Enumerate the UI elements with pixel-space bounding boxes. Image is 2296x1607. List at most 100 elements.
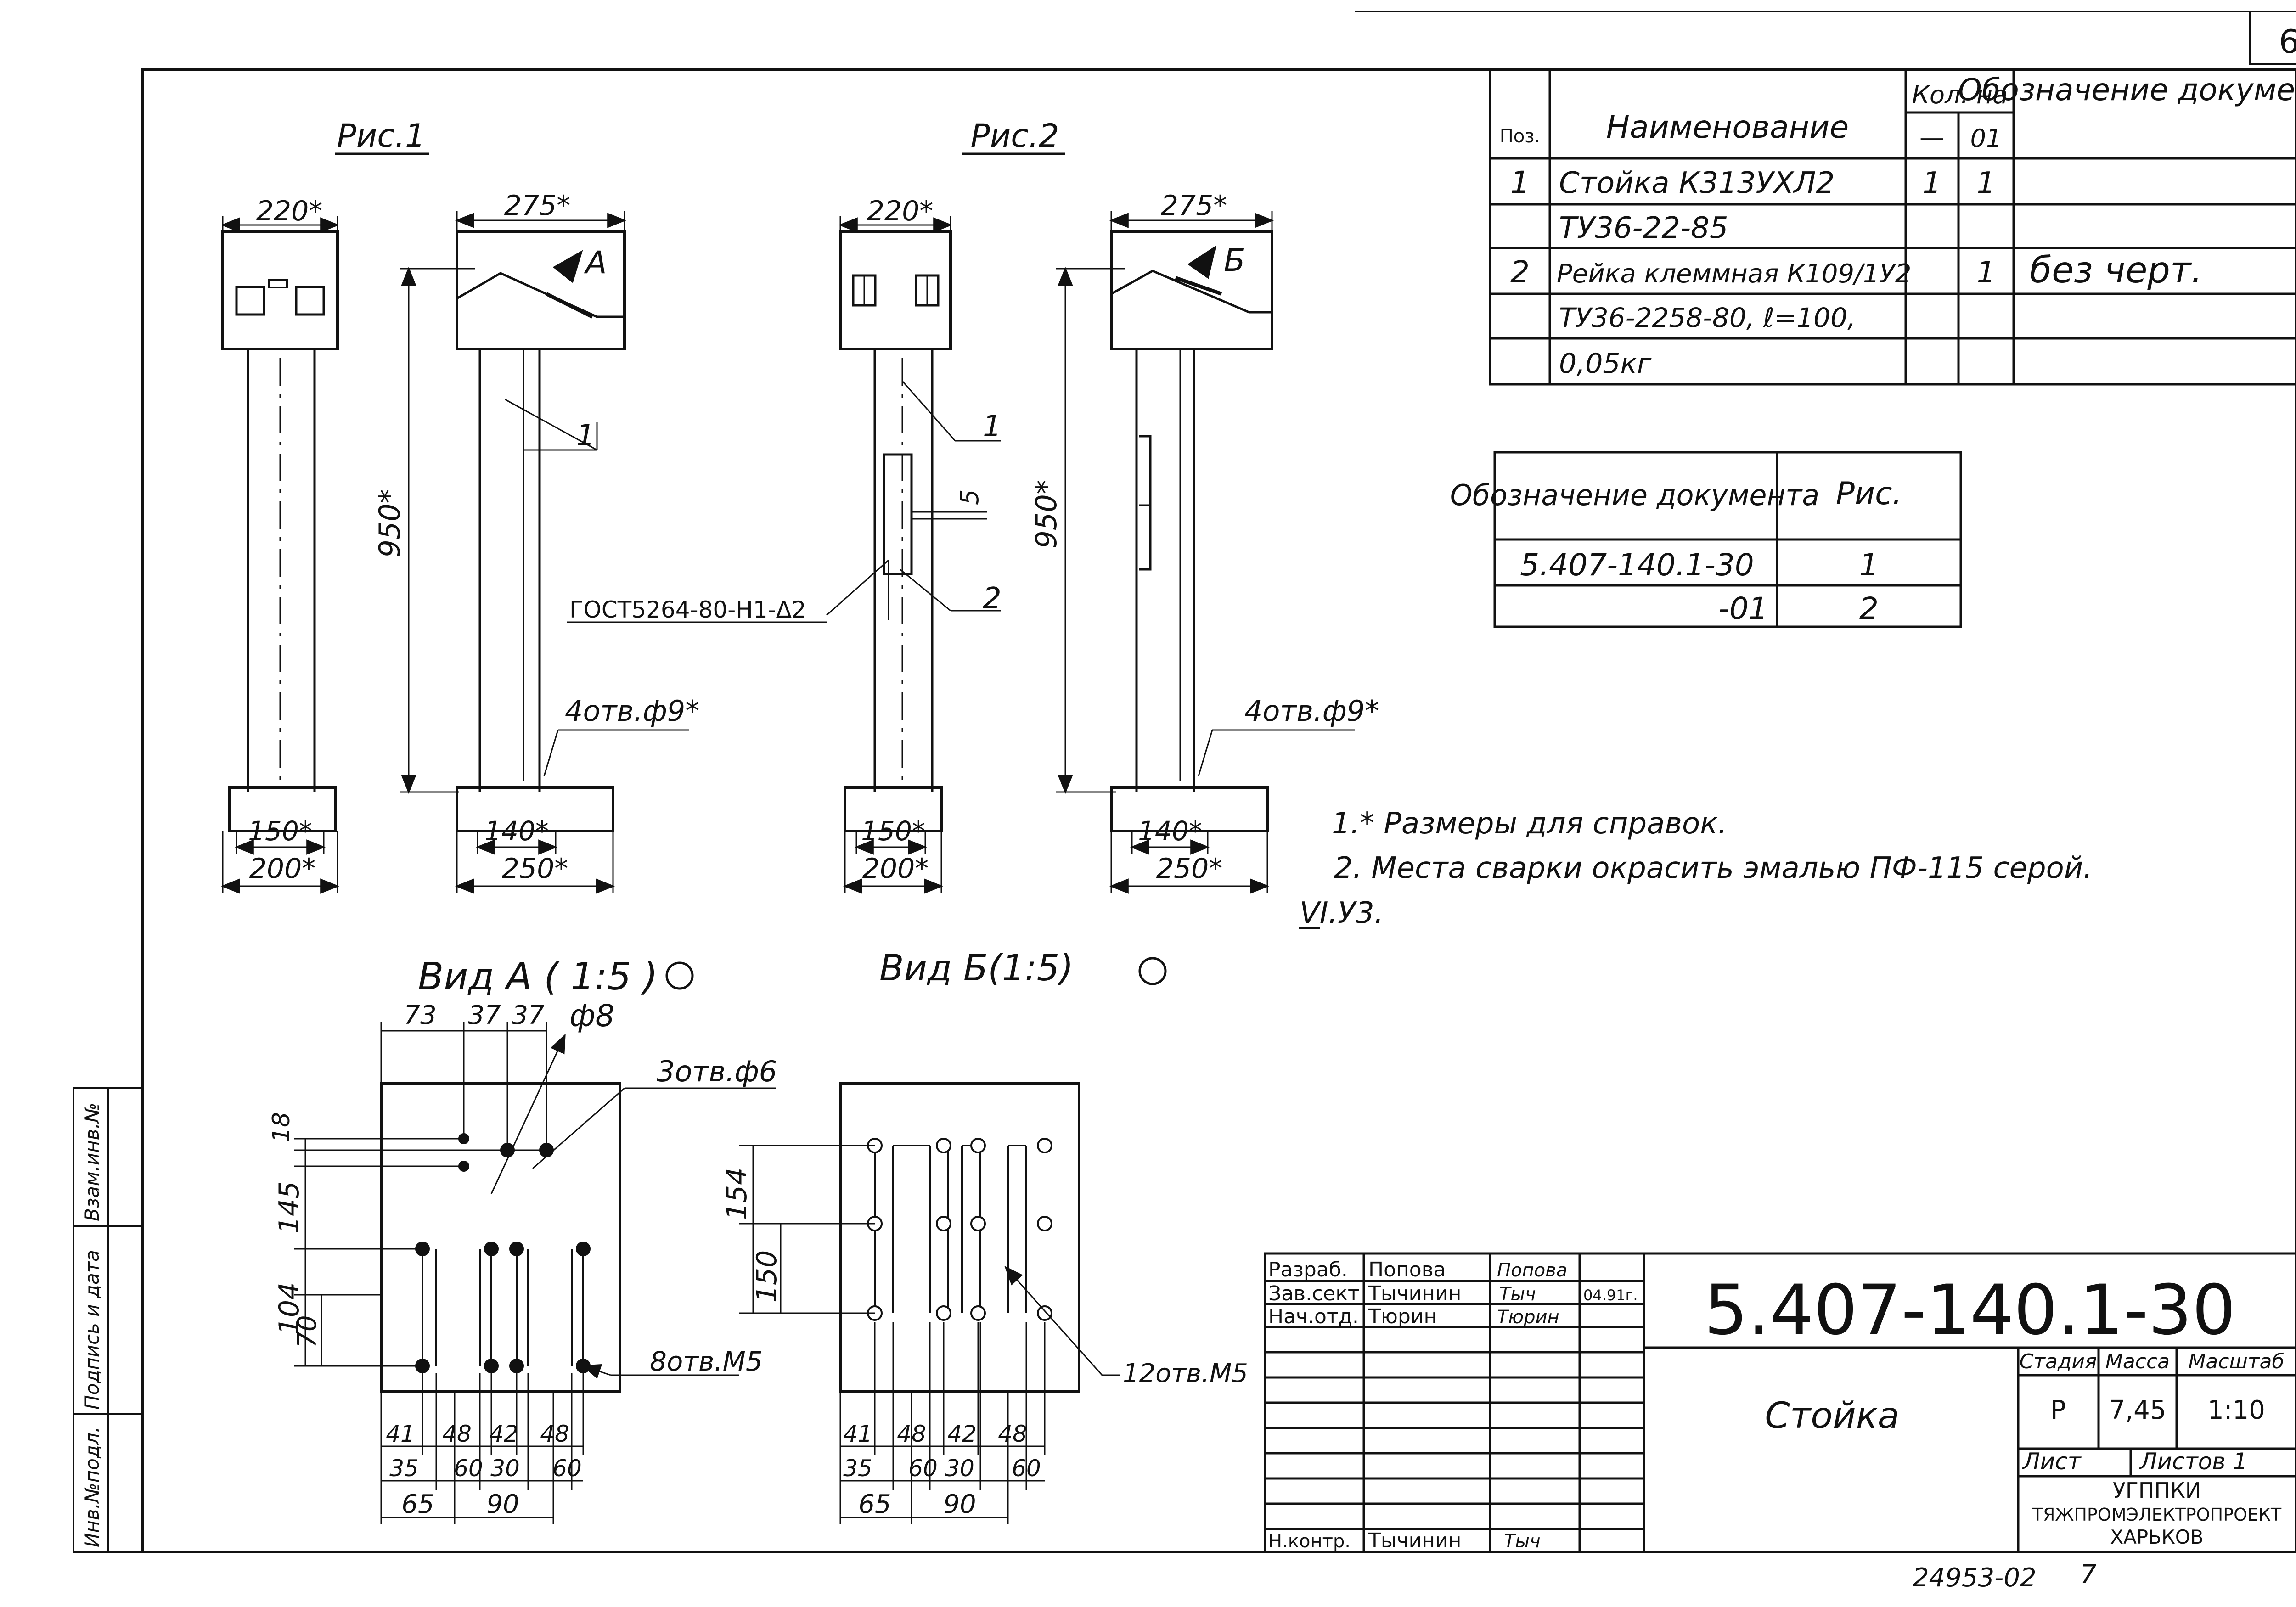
fig1-dim-140: 140* bbox=[484, 815, 549, 847]
role-1-label: Разраб. bbox=[1268, 1258, 1348, 1281]
view-a-dim-37b: 37 bbox=[512, 1000, 545, 1030]
spec-row1-q2: 1 bbox=[1977, 166, 1996, 200]
spec-row3-pos: 2 bbox=[1510, 254, 1530, 290]
doc-table-header-doc: Обозначение документа bbox=[1450, 478, 1819, 512]
fig2-dim-200: 200* bbox=[862, 853, 929, 885]
fig2-side-dims bbox=[1056, 211, 1355, 894]
view-a-cutouts bbox=[422, 1249, 584, 1366]
title-block-org-1: УГППКИ bbox=[2113, 1478, 2201, 1503]
role-4-label: Н.контр. bbox=[1268, 1531, 1351, 1552]
bottom-number: 24953-02 bbox=[1913, 1563, 2037, 1593]
view-b-b1-48b: 48 bbox=[998, 1421, 1027, 1447]
fig2-dim-140: 140* bbox=[1138, 815, 1202, 847]
fig2-view-b-mark: Б bbox=[1224, 242, 1245, 279]
note-2: 2. Места сварки окрасить эмалью ПФ-115 с… bbox=[1334, 851, 2093, 885]
fig2-dim-220: 220* bbox=[867, 195, 934, 227]
fig1-dim-950: 950* bbox=[373, 489, 406, 557]
view-b-b2-30: 30 bbox=[945, 1455, 974, 1482]
fig1-holes-9: 4отв.ф9* bbox=[565, 694, 699, 728]
fig2-leader-1: 1 bbox=[983, 410, 1002, 444]
role-2-date: 04.91г. bbox=[1583, 1287, 1638, 1304]
view-b-title: Вид Б(1:5) bbox=[879, 948, 1074, 989]
spec-row1-pos: 1 bbox=[1510, 165, 1530, 200]
view-a-dim-104: 104 bbox=[273, 1282, 305, 1335]
fig2-weld-note: ГОСТ5264-80-Н1-Δ2 bbox=[569, 596, 806, 623]
role-3-person: Тюрин bbox=[1368, 1305, 1437, 1328]
doc-table-row1-fig: 1 bbox=[1859, 547, 1879, 583]
view-a-b1-41: 41 bbox=[386, 1421, 415, 1447]
view-a-circle-icon bbox=[665, 961, 694, 990]
view-a-b2-35: 35 bbox=[389, 1455, 419, 1482]
fig1-front-dims bbox=[220, 216, 340, 894]
title-block-scale: 1:10 bbox=[2207, 1395, 2265, 1425]
view-a-b1-42: 42 bbox=[489, 1421, 518, 1447]
view-a-b1-48a: 48 bbox=[442, 1421, 472, 1447]
fig2-dim-950: 950* bbox=[1030, 480, 1063, 548]
role-4-person: Тычинин bbox=[1368, 1529, 1461, 1552]
spec-header-qty01: 01 bbox=[1970, 124, 2002, 153]
title-block-stage: Р bbox=[2050, 1395, 2066, 1425]
title-block-sheets-label: Листов 1 bbox=[2139, 1448, 2247, 1475]
view-a-b2-60b: 60 bbox=[552, 1455, 582, 1482]
role-3-signature: Тюрин bbox=[1497, 1307, 1559, 1328]
fig1-view-a-mark: А bbox=[584, 245, 607, 281]
view-b-dims bbox=[739, 1145, 1120, 1524]
sheet-number: 6 bbox=[2279, 23, 2296, 61]
view-b-b3-65: 65 bbox=[858, 1489, 891, 1519]
view-b-holes bbox=[867, 1138, 1052, 1321]
fig1-dim-150: 150* bbox=[248, 815, 312, 847]
view-b-holes-m5: 12отв.М5 bbox=[1123, 1359, 1248, 1388]
view-a-holes6: 3отв.ф6 bbox=[657, 1055, 777, 1088]
view-a-dim-37a: 37 bbox=[468, 1000, 501, 1030]
spec-row3-q2: 1 bbox=[1977, 256, 1996, 290]
bottom-page: 7 bbox=[2080, 1560, 2097, 1590]
spec-row3-doc: без черт. bbox=[2030, 250, 2202, 291]
title-block-org-2: ТЯЖПРОМЭЛЕКТРОПРОЕКТ bbox=[2032, 1505, 2282, 1525]
fig1-dim-220: 220* bbox=[256, 195, 323, 227]
view-b-b1-48a: 48 bbox=[897, 1421, 926, 1447]
role-2-label: Зав.сект bbox=[1268, 1282, 1360, 1305]
view-b-cutouts bbox=[874, 1145, 1027, 1313]
fig2-dim-250: 250* bbox=[1156, 853, 1223, 885]
fig2-title: Рис.2 bbox=[971, 117, 1059, 155]
spec-row2-name: ТУ36-22-85 bbox=[1559, 211, 1728, 245]
fig2-leader-5: 5 bbox=[955, 489, 984, 505]
spec-header-qty: Кол. на bbox=[1912, 80, 2008, 109]
title-block-scale-label: Масштаб bbox=[2188, 1350, 2284, 1373]
doc-table-row1-doc: 5.407-140.1-30 bbox=[1520, 547, 1754, 583]
spec-row5-name: 0,05кг bbox=[1559, 348, 1652, 380]
fig1-side-view bbox=[456, 230, 626, 832]
view-b-dim-154: 154 bbox=[721, 1168, 753, 1220]
doc-table bbox=[1493, 451, 1962, 628]
role-1-signature: Попова bbox=[1497, 1260, 1567, 1281]
view-a-b2-30: 30 bbox=[490, 1455, 520, 1482]
spec-header-name: Наименование bbox=[1606, 109, 1849, 146]
view-b-b1-42: 42 bbox=[947, 1421, 977, 1447]
role-4-signature: Тыч bbox=[1504, 1531, 1541, 1552]
view-b-dim-150: 150 bbox=[751, 1250, 783, 1303]
title-block bbox=[1264, 1252, 2296, 1553]
view-a-dim-18: 18 bbox=[268, 1112, 295, 1142]
spec-row4-name: ТУ36-2258-80, ℓ=100, bbox=[1559, 302, 1856, 333]
view-a-dim-73: 73 bbox=[404, 1000, 436, 1030]
fig1-title: Рис.1 bbox=[337, 117, 426, 155]
view-a-dims bbox=[294, 1022, 776, 1524]
doc-table-row2-fig: 2 bbox=[1859, 591, 1879, 626]
title-block-mass: 7,45 bbox=[2109, 1395, 2167, 1425]
view-b-circle-icon bbox=[1138, 957, 1167, 985]
doc-table-row2-doc: -01 bbox=[1718, 591, 1768, 626]
fig2-side-view bbox=[1110, 230, 1273, 832]
view-b-b2-35: 35 bbox=[843, 1455, 872, 1482]
spec-header-doc-text: Обозначение документа bbox=[1958, 72, 2296, 107]
fig1-dim-275: 275* bbox=[504, 190, 571, 222]
title-block-sheet-label: Лист bbox=[2022, 1448, 2082, 1475]
side-stamp-sign: Подпись и дата bbox=[81, 1250, 103, 1410]
view-b-plate bbox=[839, 1082, 1080, 1393]
spec-header-dash: — bbox=[1919, 123, 1944, 152]
note-1: 1.* Размеры для справок. bbox=[1332, 807, 1727, 841]
fig1-dim-250: 250* bbox=[502, 853, 568, 885]
view-a-b2-60a: 60 bbox=[454, 1455, 483, 1482]
spec-header-pos: Поз. bbox=[1500, 126, 1541, 147]
note-3: VI.У3. bbox=[1300, 896, 1384, 930]
fig2-front-view bbox=[839, 230, 952, 832]
